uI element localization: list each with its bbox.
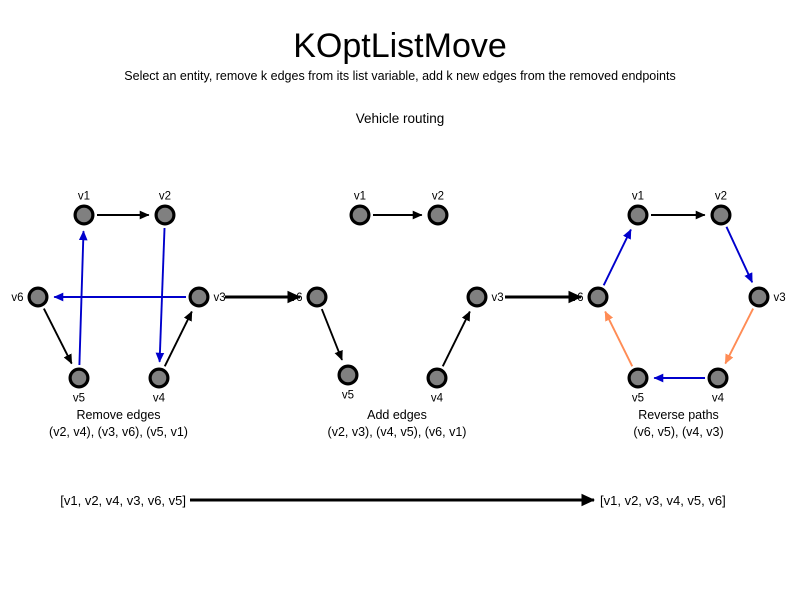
node-label-v4: v4	[153, 393, 166, 405]
graph-node-v2[interactable]: v2	[154, 191, 176, 226]
node-circle	[337, 364, 359, 386]
graph-node-v2[interactable]: v2	[710, 191, 732, 226]
caption-detail: (v2, v4), (v3, v6), (v5, v1)	[49, 425, 188, 439]
graph-node-v5[interactable]: v5	[337, 364, 359, 402]
node-label-v2: v2	[715, 191, 727, 203]
edge-v5-to-v6	[604, 310, 634, 367]
edges-layer	[43, 210, 754, 383]
node-label-v1: v1	[632, 191, 644, 203]
node-circle	[426, 367, 448, 389]
graph-node-v3[interactable]: v3	[466, 286, 504, 308]
graph-node-v4[interactable]: v4	[707, 367, 729, 405]
node-circle	[154, 204, 176, 226]
caption-title: Reverse paths	[638, 408, 719, 422]
caption-title: Remove edges	[76, 408, 160, 422]
nodes-layer: v1 v2 v3 v4 v5 v6 v1 v2 v3 v4 v5 v6 v1 v2 v3 v4 v5 v6	[11, 191, 785, 405]
node-circle	[27, 286, 49, 308]
graph-node-v6[interactable]: v6	[571, 286, 609, 308]
panel-captions: Remove edges (v2, v4), (v3, v6), (v5, v1)…	[49, 408, 724, 439]
page-title: KOptListMove	[293, 27, 507, 65]
node-label-v2: v2	[432, 191, 444, 203]
node-circle	[188, 286, 210, 308]
node-circle	[707, 367, 729, 389]
caption-title: Add edges	[367, 408, 427, 422]
edge-v2-to-v3	[725, 226, 754, 284]
graph-node-v6[interactable]: v6	[290, 286, 328, 308]
node-label-v3: v3	[774, 292, 786, 304]
edge-v5-to-v1	[78, 230, 88, 366]
edge-v6-to-v5	[320, 308, 343, 361]
graph-node-v1[interactable]: v1	[73, 191, 95, 226]
node-label-v4: v4	[712, 393, 725, 405]
graph-node-v6[interactable]: v6	[11, 286, 49, 308]
edge-v4-to-v3	[163, 310, 193, 367]
edge-v6-to-v1	[602, 228, 632, 286]
node-label-v6: v6	[571, 292, 583, 304]
node-label-v5: v5	[73, 393, 85, 405]
graph-node-v2[interactable]: v2	[427, 191, 449, 226]
graph-node-v4[interactable]: v4	[426, 367, 448, 405]
graph-node-v5[interactable]: v5	[627, 367, 649, 405]
node-circle	[587, 286, 609, 308]
node-label-v3: v3	[492, 292, 504, 304]
after-list-value: [v1, v2, v3, v4, v5, v6]	[600, 493, 726, 508]
node-circle	[748, 286, 770, 308]
node-circle	[710, 204, 732, 226]
node-circle	[68, 367, 90, 389]
graph-node-v3[interactable]: v3	[188, 286, 226, 308]
edge-v2-to-v4	[155, 227, 166, 363]
page-subtitle: Select an entity, remove k edges from it…	[124, 69, 676, 83]
graph-node-v1[interactable]: v1	[627, 191, 649, 226]
before-list-value: [v1, v2, v4, v3, v6, v5]	[60, 493, 186, 508]
graph-node-v4[interactable]: v4	[148, 367, 170, 405]
node-circle	[466, 286, 488, 308]
edge-v3-to-v4	[724, 308, 754, 365]
node-label-v6: v6	[11, 292, 23, 304]
node-label-v5: v5	[632, 393, 644, 405]
node-label-v5: v5	[342, 390, 354, 402]
node-label-v6: v6	[290, 292, 302, 304]
graph-node-v3[interactable]: v3	[748, 286, 786, 308]
footer-list-transform: [v1, v2, v4, v3, v6, v5] [v1, v2, v3, v4,…	[60, 493, 725, 508]
edge-v6-to-v5	[43, 308, 73, 365]
node-circle	[627, 367, 649, 389]
edge-v4-to-v3	[441, 310, 471, 367]
node-label-v4: v4	[431, 393, 444, 405]
node-circle	[627, 204, 649, 226]
caption-detail: (v2, v3), (v4, v5), (v6, v1)	[328, 425, 467, 439]
node-circle	[349, 204, 371, 226]
node-circle	[148, 367, 170, 389]
graph-node-v5[interactable]: v5	[68, 367, 90, 405]
node-circle	[427, 204, 449, 226]
node-circle	[73, 204, 95, 226]
graph-node-v1[interactable]: v1	[349, 191, 371, 226]
node-label-v3: v3	[214, 292, 226, 304]
caption-detail: (v6, v5), (v4, v3)	[633, 425, 723, 439]
node-label-v1: v1	[354, 191, 366, 203]
node-label-v1: v1	[78, 191, 90, 203]
node-circle	[306, 286, 328, 308]
node-label-v2: v2	[159, 191, 171, 203]
domain-label: Vehicle routing	[355, 111, 445, 126]
